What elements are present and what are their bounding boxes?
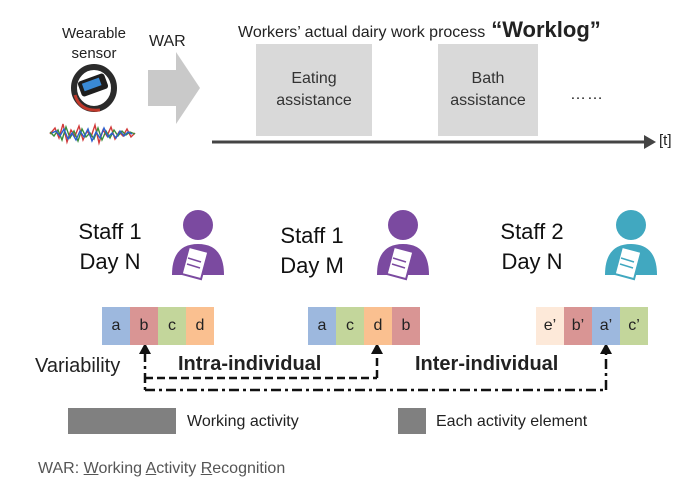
sequence-staff1-day-n: a b c d	[102, 307, 214, 345]
staff-icon-3	[605, 210, 657, 281]
task-label-line1: Bath	[471, 70, 505, 87]
task-label-line1: Eating	[291, 70, 337, 87]
wristband-icon	[71, 64, 117, 112]
staff-day: Day N	[79, 249, 141, 274]
connector-arrowhead-1	[139, 343, 151, 354]
sensor-label: Wearable sensor	[44, 24, 144, 64]
activity-element-cell: b	[130, 307, 158, 345]
sequence-staff2-day-n: e’ b’ a’ c’	[536, 307, 648, 345]
activity-element-cell: e’	[536, 307, 564, 345]
task-label-line2: assistance	[276, 92, 352, 109]
intra-individual-label: Intra-individual	[178, 353, 322, 375]
footnote-a: A	[145, 460, 157, 477]
activity-element-cell: c’	[620, 307, 648, 345]
activity-element-cell: a	[102, 307, 130, 345]
footnote-r-rest: ecognition	[212, 460, 286, 477]
process-title-text: Workers’ actual dairy work process	[238, 24, 486, 41]
connector-arrowhead-3	[600, 343, 612, 354]
sequence-staff1-day-m: a c d b	[308, 307, 420, 345]
process-title: Workers’ actual dairy work process “Workl…	[238, 17, 601, 43]
task-label-line2: assistance	[450, 92, 526, 109]
timeline-arrowhead	[644, 135, 656, 149]
staff-name: Staff 1	[280, 223, 344, 248]
worklog-highlight: “Worklog”	[491, 17, 601, 42]
more-tasks-ellipsis: ……	[570, 86, 604, 103]
footnote-prefix: WAR:	[38, 460, 84, 477]
connector-arrowhead-2	[371, 343, 383, 354]
activity-element-cell: c	[336, 307, 364, 345]
activity-element-cell: a	[308, 307, 336, 345]
activity-element-cell: c	[158, 307, 186, 345]
activity-element-cell: b’	[564, 307, 592, 345]
sensor-label-line2: sensor	[71, 45, 117, 62]
activity-element-cell: b	[392, 307, 420, 345]
task-eating-assistance: Eating assistance	[256, 44, 372, 136]
staff-icon-1	[172, 210, 224, 281]
footnote-a-rest: ctivity	[156, 460, 201, 477]
staff-label-2: Staff 1 Day M	[262, 221, 362, 281]
time-axis-label: [t]	[659, 132, 672, 149]
staff-day: Day N	[501, 249, 563, 274]
staff-name: Staff 2	[500, 219, 564, 244]
inter-individual-label: Inter-individual	[415, 353, 559, 375]
legend-label-activity-element: Each activity element	[436, 413, 588, 430]
activity-element-cell: d	[186, 307, 214, 345]
activity-element-cell: a’	[592, 307, 620, 345]
staff-label-3: Staff 2 Day N	[482, 217, 582, 277]
war-arrow-icon	[148, 52, 200, 124]
intra-connector	[145, 352, 379, 380]
legend-swatch-activity-element	[398, 408, 426, 434]
footnote-w: W	[83, 460, 99, 477]
activity-element-cell: d	[364, 307, 392, 345]
task-bath-assistance: Bath assistance	[438, 44, 538, 136]
war-label: WAR	[149, 33, 186, 50]
footnote-w-rest: orking	[98, 460, 146, 477]
legend-swatch-working-activity	[68, 408, 176, 434]
footnote-r: R	[200, 460, 213, 477]
staff-label-1: Staff 1 Day N	[60, 217, 160, 277]
sensor-waveform-icon	[49, 122, 136, 146]
staff-name: Staff 1	[78, 219, 142, 244]
staff-icon-2	[377, 210, 429, 281]
sensor-label-line1: Wearable	[62, 25, 126, 42]
variability-connectors	[143, 352, 608, 392]
war-footnote: WAR: Working Activity Recognition	[38, 460, 285, 478]
legend-label-working-activity: Working activity	[187, 413, 299, 430]
variability-label: Variability	[35, 355, 121, 377]
staff-day: Day M	[280, 253, 344, 278]
